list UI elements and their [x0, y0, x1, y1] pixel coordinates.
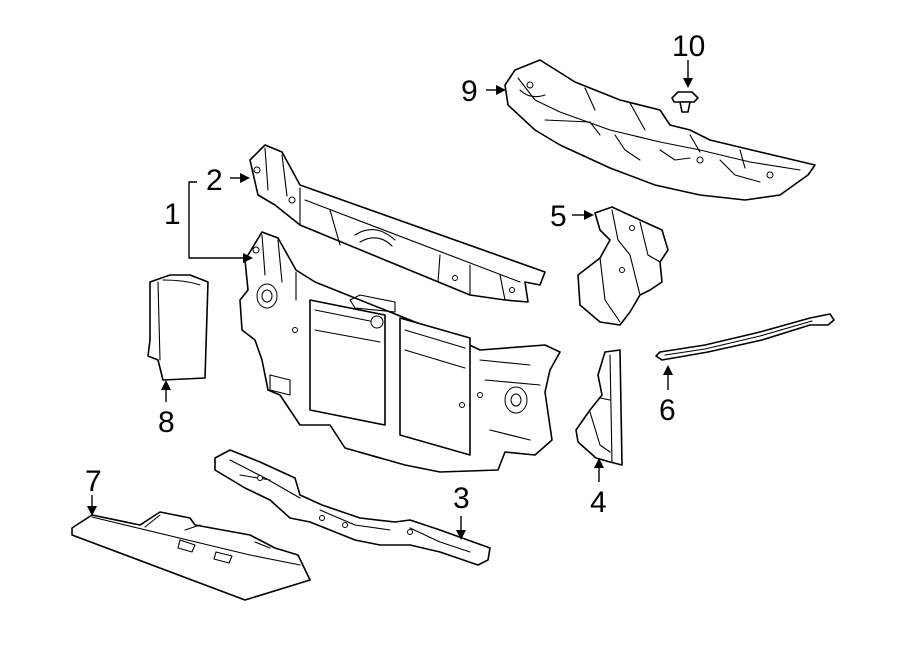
callout-2: 2 — [206, 164, 223, 197]
part-7-splash-shield — [71, 511, 311, 601]
part-1-radiator-support — [239, 231, 561, 473]
leader-4 — [594, 458, 604, 482]
part-6-rod — [655, 313, 835, 361]
part-3-lower-tie-bar — [214, 449, 491, 566]
callout-7: 7 — [85, 465, 102, 498]
leader-2 — [230, 173, 250, 183]
leader-9 — [486, 85, 506, 95]
leader-3 — [456, 516, 466, 540]
part-4-side-deflector — [575, 349, 623, 466]
callout-8: 8 — [158, 406, 175, 439]
callout-10: 10 — [672, 30, 705, 63]
leader-1 — [188, 181, 253, 263]
callout-4: 4 — [590, 486, 607, 519]
leader-7 — [87, 495, 97, 516]
callout-3: 3 — [453, 482, 470, 515]
part-9-upper-cover — [504, 59, 816, 201]
part-8-air-deflector — [147, 274, 209, 381]
leader-6 — [663, 365, 673, 390]
leader-5 — [572, 210, 594, 220]
callout-6: 6 — [659, 394, 676, 427]
callout-1: 1 — [164, 198, 181, 231]
leader-8 — [161, 380, 171, 402]
part-2-upper-tie-bar — [249, 144, 546, 303]
callout-5: 5 — [550, 200, 567, 233]
leader-10 — [683, 60, 693, 88]
part-10-clip — [671, 91, 699, 113]
callout-9: 9 — [461, 75, 478, 108]
part-5-side-bracket — [577, 206, 669, 326]
